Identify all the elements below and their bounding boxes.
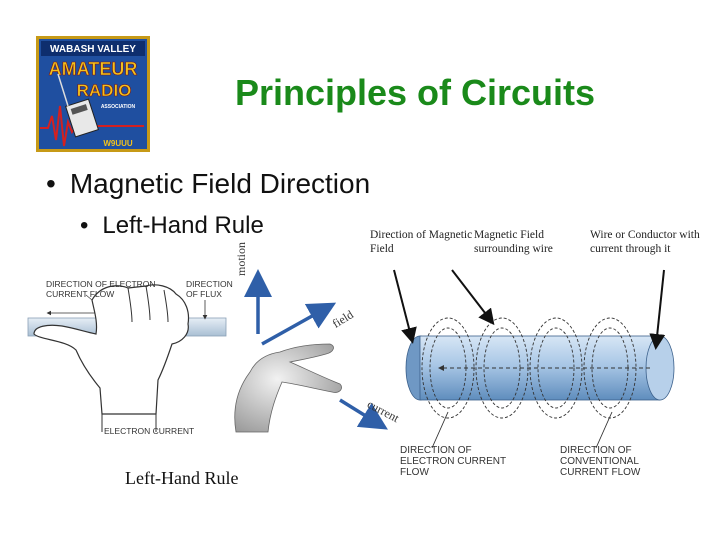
hand-photo	[234, 343, 342, 433]
slide-title: Principles of Circuits	[234, 72, 596, 113]
label-electron-current: ELECTRON CURRENT	[104, 426, 195, 436]
label-direction-electron-flow: DIRECTION OF ELECTRON CURRENT FLOW	[400, 445, 506, 478]
logo-callsign: W9UUU	[103, 139, 133, 148]
pointer-wire	[649, 269, 666, 350]
field-loops	[421, 317, 637, 419]
bullet-marker: •	[46, 168, 56, 199]
logo-line2: AMATEUR	[49, 59, 138, 79]
pointer-field-direction	[393, 269, 417, 344]
logo-line4: ASSOCIATION	[101, 104, 136, 110]
bullet-text: Magnetic Field Direction	[69, 168, 371, 199]
bullet-marker: •	[80, 212, 89, 239]
label-direction-conventional-flow: DIRECTION OF CONVENTIONAL CURRENT FLOW	[560, 445, 641, 478]
bullet-text: Left-Hand Rule	[102, 212, 264, 239]
axis-label-motion: motion	[234, 241, 248, 276]
label-direction-of-flux: DIRECTION OF FLUX	[186, 279, 233, 299]
left-hand-drawing	[27, 284, 227, 432]
logo-line3: RADIO	[77, 81, 132, 100]
label-direction-electron-current-flow: DIRECTION OF ELECTRON CURRENT FLOW	[46, 279, 156, 299]
wire-cylinder	[419, 335, 661, 401]
field-arrow	[261, 302, 337, 346]
bullet-left-hand-rule: • Left-Hand Rule	[80, 212, 264, 240]
logo-line1: WABASH VALLEY	[50, 44, 136, 55]
note-wire-or-conductor: Wire or Conductor with current through i…	[590, 229, 700, 255]
conductor-diagram	[393, 269, 675, 449]
antenna-icon	[57, 73, 69, 107]
note-magnetic-field-surrounding-wire: Magnetic Field surrounding wire	[474, 229, 553, 255]
caption-left-hand-rule: Left-Hand Rule	[125, 468, 239, 488]
hand-axes-figure	[234, 269, 388, 433]
bullet-magnetic-field-direction: • Magnetic Field Direction	[46, 168, 370, 200]
note-direction-of-magnetic-field: Direction of Magnetic Field	[370, 229, 473, 255]
pointer-field-surrounding	[451, 269, 495, 326]
club-logo: WABASH VALLEY AMATEUR RADIO ASSOCIATION …	[36, 36, 150, 152]
current-arrow	[339, 398, 388, 430]
